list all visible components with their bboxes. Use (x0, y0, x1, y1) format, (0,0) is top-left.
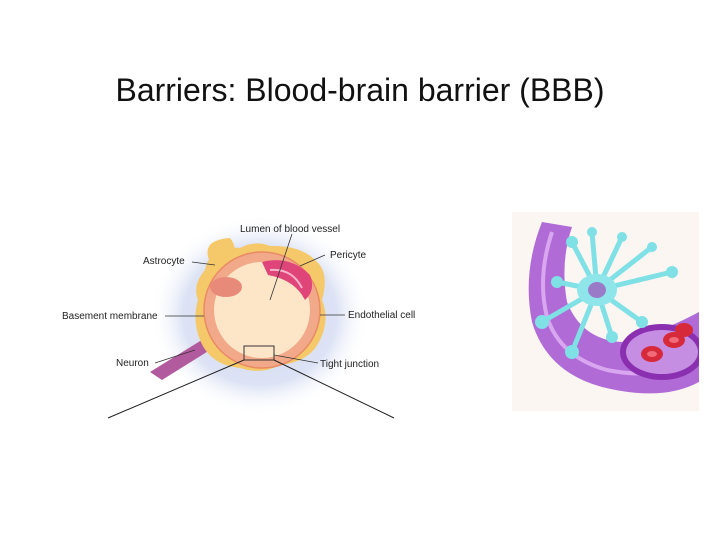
red-blood-cell (675, 323, 693, 337)
neuron-process (150, 338, 218, 380)
label-endothelial-cell: Endothelial cell (348, 310, 415, 321)
label-neuron: Neuron (116, 358, 149, 369)
label-pericyte: Pericyte (330, 250, 367, 261)
label-lumen: Lumen of blood vessel (240, 224, 340, 235)
endothelial-nucleus (210, 277, 242, 297)
label-tight-junction: Tight junction (320, 359, 379, 370)
label-basement-membrane: Basement membrane (62, 311, 158, 322)
astrocyte-capillary-illustration (512, 212, 699, 411)
basement-membrane-line (203, 251, 321, 369)
tight-junction-box (243, 345, 275, 361)
label-astrocyte: Astrocyte (143, 256, 185, 267)
astrocyte-nucleus (588, 282, 606, 298)
slide-title: Barriers: Blood-brain barrier (BBB) (115, 72, 605, 108)
